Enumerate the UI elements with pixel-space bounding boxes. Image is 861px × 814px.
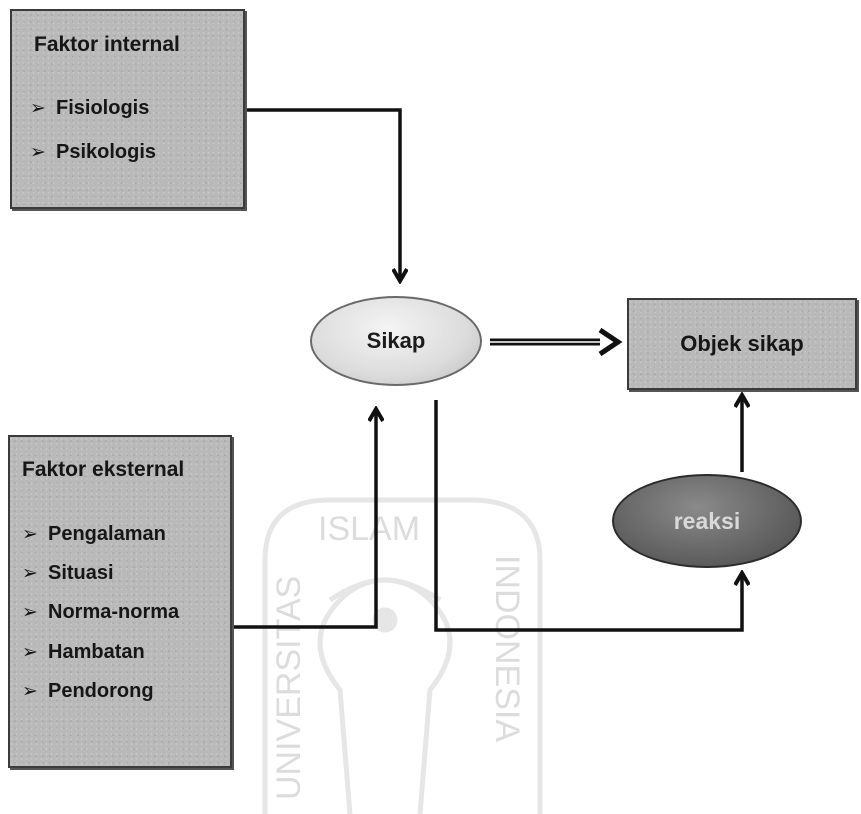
arrow-sikap-to-objek — [490, 327, 623, 357]
faktor-eksternal-title: Faktor eksternal — [22, 458, 185, 481]
objek-sikap-box: Objek sikap — [627, 298, 857, 390]
bullet-arrow-icon: ➢ — [22, 681, 38, 702]
reaksi-label: reaksi — [673, 507, 741, 534]
list-item: ➢Norma-norma — [22, 601, 180, 623]
arrow-external-to-sikap — [232, 410, 376, 629]
arrow-internal-to-sikap — [244, 108, 400, 280]
list-item: ➢Pengalaman — [22, 523, 166, 545]
bullet-arrow-icon: ➢ — [22, 642, 38, 663]
bullet-arrow-icon: ➢ — [22, 563, 38, 584]
faktor-eksternal-box: Faktor eksternal ➢Pengalaman ➢Situasi ➢N… — [8, 435, 232, 768]
list-item: ➢Hambatan — [22, 641, 145, 663]
bullet-arrow-icon: ➢ — [30, 98, 46, 119]
bullet-arrow-icon: ➢ — [22, 524, 38, 545]
list-item: ➢Situasi — [22, 562, 114, 584]
arrow-sikap-to-reaksi — [434, 400, 742, 632]
sikap-label: Sikap — [366, 328, 426, 353]
objek-sikap-label: Objek sikap — [680, 331, 804, 356]
bullet-arrow-icon: ➢ — [22, 602, 38, 623]
sikap-oval: Sikap — [310, 296, 482, 386]
list-item: ➢Fisiologis — [30, 97, 150, 119]
reaksi-oval: reaksi — [612, 474, 802, 568]
bullet-arrow-icon: ➢ — [30, 142, 46, 163]
faktor-internal-box: Faktor internal ➢Fisiologis ➢Psikologis — [10, 9, 245, 209]
list-item: ➢Pendorong — [22, 680, 154, 702]
faktor-internal-title: Faktor internal — [34, 33, 180, 56]
list-item: ➢Psikologis — [30, 141, 157, 163]
